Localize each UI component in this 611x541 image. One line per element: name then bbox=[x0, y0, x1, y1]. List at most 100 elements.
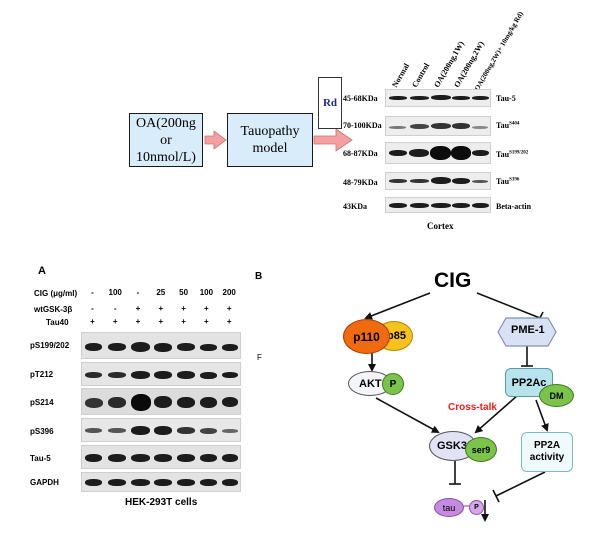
blot-label-gapdh: GAPDH bbox=[30, 478, 59, 487]
panel-b-letter: B bbox=[255, 271, 263, 282]
cond-value: + bbox=[158, 304, 164, 313]
cond-value: 100 bbox=[108, 288, 122, 297]
tau-p-label: P bbox=[474, 504, 479, 511]
top-blot-s396 bbox=[385, 172, 491, 190]
cond-value: + bbox=[158, 317, 164, 326]
ser9-node: ser9 bbox=[465, 437, 497, 462]
protein-tau-s396-name: Tau bbox=[496, 177, 510, 186]
a-blot-ps214 bbox=[81, 388, 241, 415]
panel-a-letter: A bbox=[38, 265, 46, 277]
cond-values-cig: - 100 - 25 50 100 200 bbox=[81, 288, 241, 297]
cond-value: + bbox=[204, 304, 209, 313]
cond-label-tau40: Tau40 bbox=[46, 318, 69, 327]
cond-value: + bbox=[226, 304, 232, 313]
oa-box: OA(200ng or 10nmol/L) bbox=[129, 113, 203, 167]
cond-value: + bbox=[181, 317, 186, 326]
a-blot-pt212 bbox=[81, 362, 241, 386]
kda-label-s199: 68-87KDa bbox=[343, 149, 378, 158]
cond-value: 25 bbox=[156, 288, 166, 297]
protein-tau-s404-sup: S404 bbox=[509, 121, 520, 127]
cond-values-gsk: - - + + + + + bbox=[81, 304, 241, 313]
akt-label: AKT bbox=[359, 377, 382, 390]
tau-node: tau bbox=[434, 498, 464, 517]
dm-label: DM bbox=[549, 390, 564, 401]
protein-tau-s199-name: Tau bbox=[496, 150, 510, 159]
tau-phospho-node: P bbox=[469, 500, 484, 515]
arrow-cig-p110 bbox=[364, 292, 431, 320]
cond-value: + bbox=[112, 317, 118, 326]
dm-node: DM bbox=[539, 384, 574, 407]
akt-phospho-node: P bbox=[382, 373, 404, 395]
crosstalk-label: Cross-talk bbox=[448, 402, 497, 413]
protein-tau-s396-sup: S396 bbox=[509, 177, 520, 183]
inhibit-activity-target bbox=[495, 471, 546, 497]
cond-value: - bbox=[91, 304, 94, 313]
arrow-pp2ac-activity bbox=[535, 399, 549, 432]
arrow-oa-to-model bbox=[204, 130, 227, 150]
cond-label-gsk: wtGSK-3β bbox=[34, 305, 73, 314]
cond-value: + bbox=[135, 317, 141, 326]
top-blot-s404 bbox=[385, 116, 491, 136]
pp2a-activity-label: PP2A activity bbox=[529, 440, 565, 463]
a-blot-ps396 bbox=[81, 418, 241, 442]
cond-value: 100 bbox=[199, 288, 214, 297]
blot-label-ps214: pS214 bbox=[30, 398, 54, 407]
protein-tau-s404: TauS404 bbox=[496, 121, 519, 130]
rd-text: Rd bbox=[322, 97, 338, 109]
akt-p-label: P bbox=[389, 378, 397, 390]
cig-label: CIG bbox=[434, 269, 472, 292]
cond-value: + bbox=[181, 304, 186, 313]
kda-label-s404: 70-100KDa bbox=[343, 121, 382, 130]
protein-beta-actin: Beta-actin bbox=[496, 202, 532, 211]
protein-tau-s404-name: Tau bbox=[496, 121, 510, 130]
blot-label-ps396: pS396 bbox=[30, 427, 54, 436]
kda-label-tau5: 45-68KDa bbox=[343, 94, 378, 103]
tauopathy-model-text: Tauopathy model bbox=[240, 124, 300, 156]
a-blot-gapdh bbox=[81, 472, 241, 492]
cond-value: + bbox=[135, 304, 141, 313]
blot-label-ps199: pS199/202 bbox=[30, 341, 70, 350]
cond-value: + bbox=[226, 317, 232, 326]
cond-value: - bbox=[136, 288, 140, 297]
pp2ac-node: PP2Ac bbox=[505, 368, 553, 397]
a-blot-ps199 bbox=[81, 332, 241, 359]
panel-a-caption: HEK-293T cells bbox=[125, 497, 198, 508]
kda-label-s396: 48-79KDa bbox=[343, 178, 378, 187]
tau-label: tau bbox=[442, 502, 456, 513]
arrow-model-to-blot bbox=[313, 128, 353, 152]
protein-tau-s396: TauS396 bbox=[496, 177, 519, 186]
cond-value: 50 bbox=[179, 288, 189, 297]
a-blot-tau5 bbox=[81, 445, 241, 469]
inhibit-bar-target bbox=[492, 489, 500, 503]
pme1-label: PME-1 bbox=[511, 324, 545, 336]
protein-tau-s199-sup: S199/202 bbox=[509, 150, 529, 156]
pme1-node bbox=[497, 317, 557, 347]
pp2a-activity-node: PP2A activity bbox=[521, 432, 573, 472]
cond-value: + bbox=[204, 317, 209, 326]
inhibit-cig-pme1 bbox=[476, 292, 541, 319]
arrow-akt-gsk bbox=[375, 397, 440, 433]
p85-label: p85 bbox=[387, 330, 406, 342]
cond-value: + bbox=[90, 317, 95, 326]
top-blot-actin bbox=[385, 197, 491, 213]
cond-value: - bbox=[91, 288, 94, 297]
arrow-pp2ac-gsk bbox=[474, 394, 519, 434]
top-blot-tau5 bbox=[385, 89, 491, 107]
kda-label-actin: 43KDa bbox=[343, 202, 367, 211]
blot-label-tau5: Tau-5 bbox=[30, 454, 51, 463]
p110-label: p110 bbox=[353, 329, 380, 344]
oa-box-text: OA(200ng or 10nmol/L) bbox=[136, 115, 196, 165]
protein-tau5: Tau-5 bbox=[496, 94, 516, 103]
tauopathy-model-box: Tauopathy model bbox=[227, 113, 313, 167]
protein-tau-s199: TauS199/202 bbox=[496, 150, 528, 159]
p110-node: p110 bbox=[343, 319, 390, 354]
ser9-label: ser9 bbox=[471, 444, 491, 455]
cond-value: - bbox=[113, 304, 117, 313]
cond-values-tau40: + + + + + + + bbox=[81, 317, 241, 326]
top-caption-cortex: Cortex bbox=[427, 221, 454, 231]
gsk3b-label: GSK3β bbox=[437, 440, 474, 452]
cond-label-cig: CIG (μg/ml) bbox=[34, 289, 78, 298]
cond-value: 200 bbox=[222, 288, 236, 297]
